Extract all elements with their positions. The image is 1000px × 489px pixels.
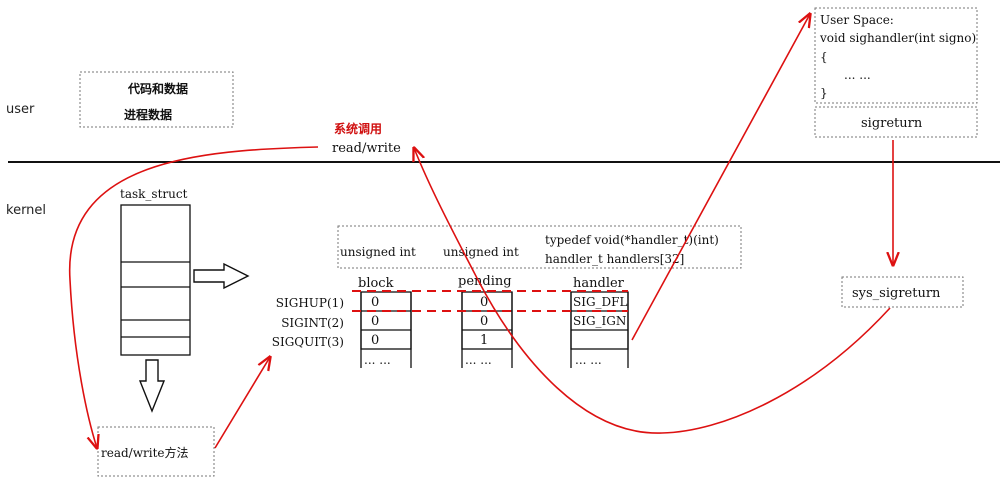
block-ellipsis: ... ...: [364, 353, 391, 367]
sighup-row-highlight: [352, 290, 628, 312]
read-write-method-label: read/write方法: [101, 445, 189, 460]
syscall-read-write-label: read/write: [332, 141, 401, 156]
sigreturn-box: [814, 106, 978, 138]
handler-column-header: handler: [573, 276, 625, 291]
pending-ellipsis: ... ...: [465, 353, 492, 367]
task-struct-block: [120, 204, 191, 356]
hollow-right-arrow: [193, 262, 250, 290]
sigreturn-label: sigreturn: [861, 116, 923, 131]
block-type-label: unsigned int: [340, 245, 416, 259]
sighandler-body: ... ...: [844, 68, 871, 82]
kernel-region-label: kernel: [6, 203, 46, 218]
handler-ellipsis: ... ...: [575, 353, 602, 367]
signal-name-sigint: SIGINT(2): [281, 316, 344, 330]
pending-type-label: unsigned int: [443, 245, 519, 259]
user-space-handler-box: [814, 7, 978, 104]
syscall-to-kernel-arrow: [69, 146, 319, 448]
block-column-header: block: [358, 276, 394, 291]
hollow-down-arrow: [138, 359, 166, 413]
method-to-signal-table-arrow: [214, 357, 270, 449]
typedef-box: [337, 225, 742, 269]
handler-to-user-space-arrow: [631, 14, 810, 341]
sighandler-signature: void sighandler(int signo): [819, 31, 976, 45]
handler-typedef-line2: handler_t handlers[32]: [545, 252, 684, 266]
block-cell-sigint: 0: [371, 314, 379, 329]
pending-column-header: pending: [458, 274, 512, 289]
block-cell-sigquit: 0: [371, 333, 379, 348]
user-region-label: user: [6, 102, 35, 117]
user-space-label: User Space:: [820, 13, 894, 27]
pending-cell-sighup: 0: [480, 295, 488, 310]
block-cell-sighup: 0: [371, 295, 379, 310]
handler-typedef-line1: typedef void(*handler_t)(int): [545, 233, 719, 247]
signal-name-sighup: SIGHUP(1): [276, 296, 344, 310]
sys-sigreturn-label: sys_sigreturn: [852, 286, 941, 301]
sys-sigreturn-box: [841, 276, 964, 308]
process-data-label: 进程数据: [124, 107, 172, 122]
sighandler-open-brace: {: [820, 50, 828, 64]
handler-cell-sighup: SIG_DFL: [573, 295, 627, 309]
signal-name-sigquit: SIGQUIT(3): [272, 335, 344, 349]
pending-cell-sigint: 0: [480, 314, 488, 329]
code-and-data-label: 代码和数据: [127, 81, 188, 96]
handler-cell-sigint: SIG_IGN: [573, 314, 626, 328]
task-struct-label: task_struct: [120, 187, 188, 201]
sighandler-close-brace: }: [820, 86, 828, 100]
pending-cell-sigquit: 1: [480, 333, 488, 348]
user-data-box: [79, 71, 234, 128]
syscall-label: 系统调用: [334, 121, 382, 136]
sys-sigreturn-to-user-return-arrow: [414, 148, 891, 434]
